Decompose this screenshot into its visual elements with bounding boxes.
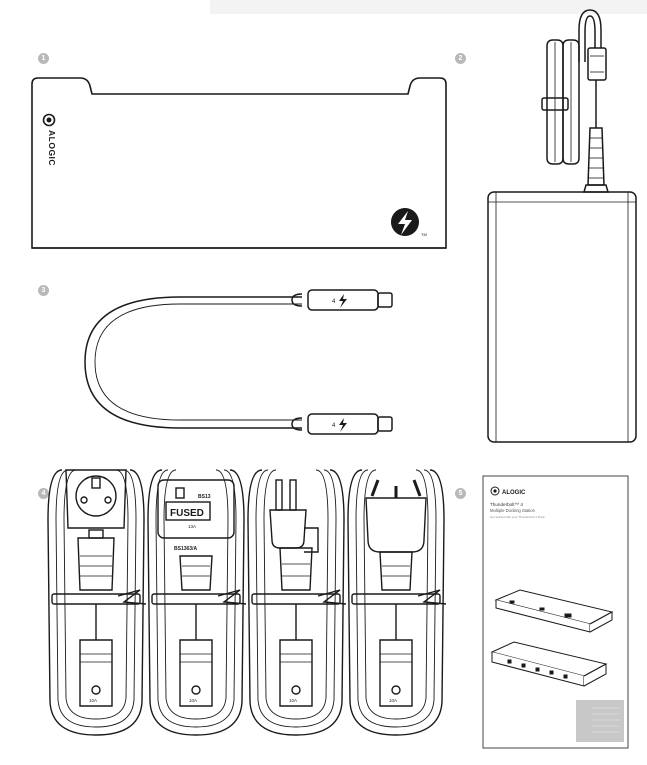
power-cord-eu: 10A [47, 469, 147, 736]
item-number-5: 5 [455, 488, 466, 499]
item-number-3: 3 [38, 285, 49, 296]
power-cord-us: 10A [247, 469, 347, 736]
power-cord-uk: FUSED BS13 13A BS1363/A 10A [147, 469, 247, 736]
power-cords: 10A FUSED BS13 13A BS1363/A [47, 469, 447, 736]
cable-marking-bottom: 4 [332, 423, 336, 429]
manual-brand: ALOGIC [502, 490, 526, 496]
thunderbolt-cable: 4 4 [84, 289, 393, 435]
us-cord-rating: 10A [289, 698, 297, 703]
power-cord-au: 10A [347, 469, 447, 736]
item-number-4: 4 [38, 488, 49, 499]
item-number-2: 2 [455, 53, 466, 64]
cable-marking-top: 4 [332, 299, 336, 305]
user-manual: ALOGIC Thunderbolt™ 4 Multiple Docking S… [482, 475, 629, 749]
item-number-1: 1 [38, 53, 49, 64]
uk-cord-rating: 10A [189, 698, 197, 703]
thunderbolt-trademark: TM [421, 232, 427, 237]
manual-logo-icon [490, 486, 500, 496]
manual-footer-lines [592, 707, 620, 733]
manual-footer-block [576, 700, 624, 742]
manual-dock-illustration-top [494, 589, 614, 633]
manual-subtitle: Multiple Docking Station [490, 508, 536, 513]
power-adapter [487, 9, 637, 443]
manual-title: Thunderbolt™ 4 [490, 502, 523, 507]
manual-dock-illustration-bottom [490, 641, 608, 687]
docking-station: ALOGIC TM [31, 77, 447, 249]
thunderbolt-logo-icon [391, 208, 420, 237]
eu-cord-rating: 10A [89, 698, 97, 703]
alogic-logo-icon [42, 113, 56, 127]
bs-label-bottom: BS1363/A [174, 546, 197, 552]
au-cord-rating: 10A [389, 698, 397, 703]
uk-plug-rating: 13A [188, 524, 196, 529]
bs-label-top: BS13 [198, 494, 211, 500]
top-bar [210, 0, 647, 14]
dock-brand: ALOGIC [47, 130, 57, 166]
fused-label: FUSED [170, 508, 204, 519]
manual-tagline: Get started with your Thunderbolt 4 Dock [490, 515, 545, 519]
